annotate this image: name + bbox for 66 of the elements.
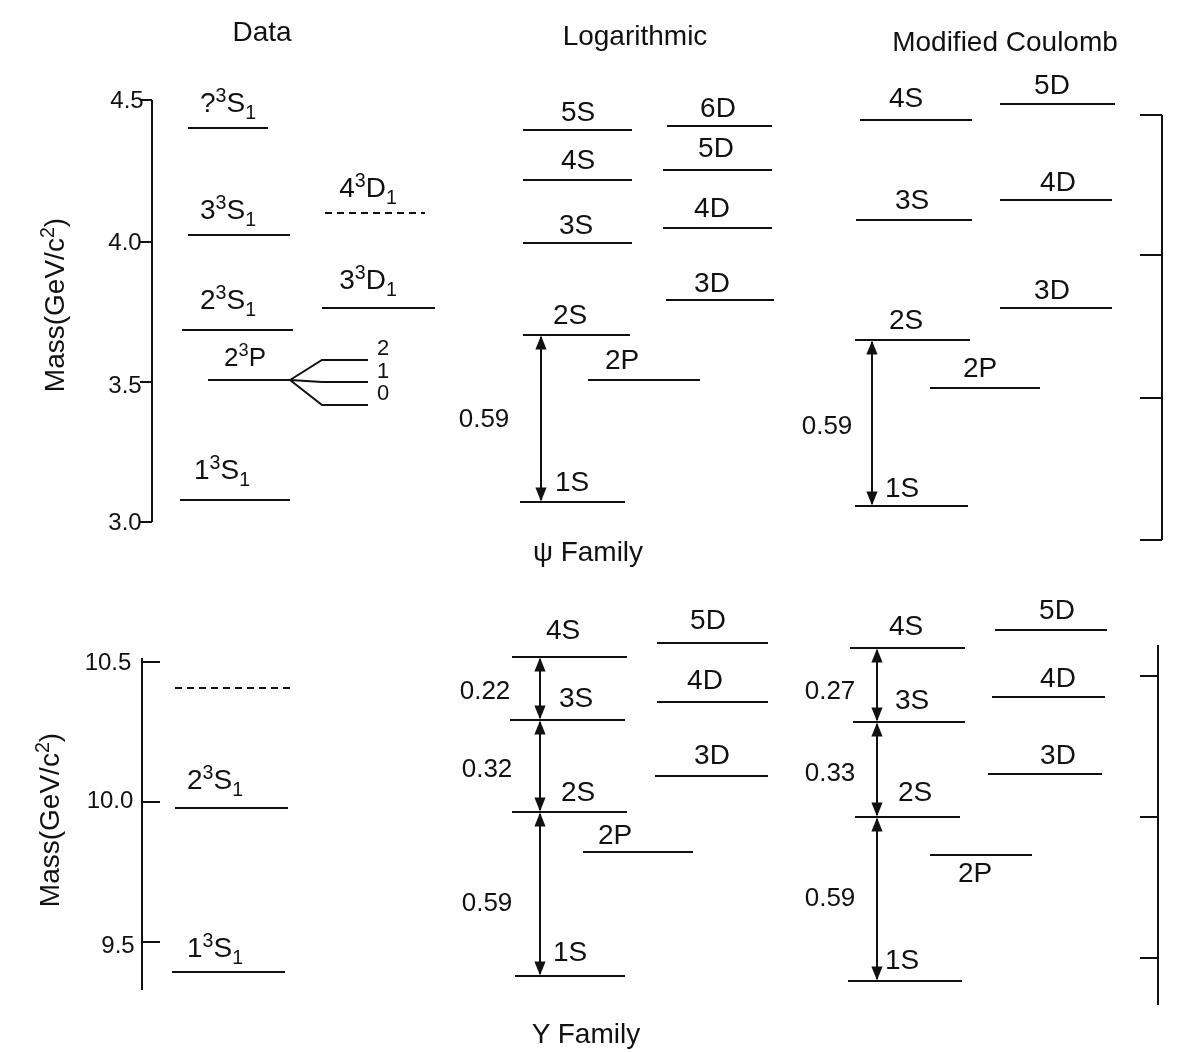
level-label: 3$^{3}$S$_{1}$	[199, 196, 257, 224]
level-label: 5D	[1039, 596, 1075, 624]
level-label: 2$^{3}$S$_{1}$	[199, 286, 257, 314]
level-label: 5S	[560, 98, 596, 126]
level-label: 1S	[552, 938, 588, 966]
gap-value: 0.33	[804, 759, 856, 785]
gap-value: 0.27	[804, 677, 856, 703]
level-label: 4D	[1040, 168, 1076, 196]
level-label: 3D	[694, 741, 730, 769]
level-label: 4S	[888, 84, 924, 112]
level-label: 3S	[894, 186, 930, 214]
gap-value: 0.59	[458, 405, 510, 431]
level-label: 4D	[694, 194, 730, 222]
level-label: 4D	[1040, 664, 1076, 692]
level-label: 2$^{3}$S$_{1}$	[186, 766, 244, 794]
level-label: 2$^{3}$P	[224, 344, 266, 370]
gap-value: 0.59	[461, 889, 513, 915]
level-label: 6D	[700, 94, 736, 122]
level-label: 4S	[560, 146, 596, 174]
level-label: 3S	[558, 211, 594, 239]
level-label: 1S	[884, 946, 920, 974]
level-label: 3S	[894, 686, 930, 714]
tick-label: 10.0	[86, 788, 134, 812]
level-label: 5D	[690, 606, 726, 634]
level-label: 3D	[1034, 276, 1070, 304]
level-label: 5D	[698, 134, 734, 162]
level-label: 2P	[957, 859, 993, 887]
level-label: 1S	[884, 474, 920, 502]
level-label: 3S	[558, 684, 594, 712]
level-label: 3D	[1040, 741, 1076, 769]
level-label: ?$^{3}$S$_{1}$	[199, 89, 257, 117]
splitting-label: 0	[376, 382, 390, 404]
splitting-label: 2	[376, 337, 390, 359]
level-label: 3$^{3}$D$_{1}$	[339, 266, 397, 294]
tick-label: 4.0	[108, 230, 142, 254]
level-label: 3D	[694, 269, 730, 297]
level-label: 2P	[962, 354, 998, 382]
level-label: 1$^{3}$S$_{1}$	[193, 456, 251, 484]
panel-caption: Υ Family	[531, 1020, 641, 1048]
gap-value: 0.22	[459, 677, 511, 703]
level-label: 4$^{3}$D$_{1}$	[339, 174, 397, 202]
level-label: 2S	[888, 306, 924, 334]
panel-caption: ψ Family	[532, 538, 644, 566]
tick-label: 3.0	[108, 510, 142, 534]
tick-label: 4.5	[110, 88, 144, 112]
level-label: 2P	[604, 346, 640, 374]
level-label: 2P	[597, 821, 633, 849]
gap-value: 0.59	[801, 412, 853, 438]
tick-label: 10.5	[84, 650, 132, 674]
level-label: 1$^{3}$S$_{1}$	[186, 934, 244, 962]
column-heading: Modified Coulomb	[892, 28, 1118, 56]
level-label: 2S	[897, 778, 933, 806]
tick-label: 9.5	[101, 933, 135, 957]
level-label: 4S	[888, 612, 924, 640]
gap-value: 0.59	[804, 884, 856, 910]
level-label: 2S	[560, 778, 596, 806]
level-label: 5D	[1034, 71, 1070, 99]
level-label: 4D	[687, 666, 723, 694]
column-heading: Data	[232, 18, 292, 46]
level-label: 4S	[545, 616, 581, 644]
gap-value: 0.32	[461, 755, 513, 781]
tick-label: 3.5	[108, 373, 142, 397]
column-heading: Logarithmic	[562, 22, 708, 50]
level-label: 2S	[552, 301, 588, 329]
splitting-label: 1	[376, 360, 390, 382]
level-label: 1S	[554, 468, 590, 496]
